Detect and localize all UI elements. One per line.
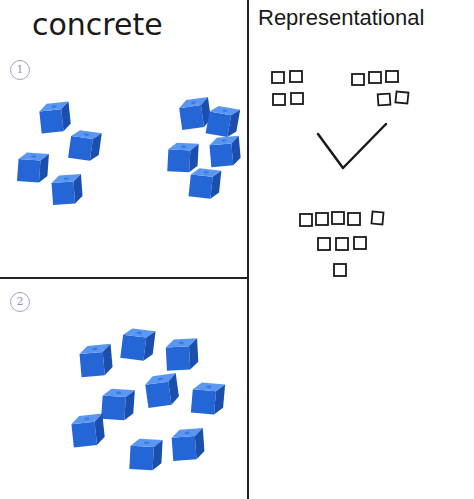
cube-group: [167, 97, 241, 199]
divider-line: [247, 0, 249, 499]
drawn-squares: [272, 71, 408, 276]
callout-number: 2: [10, 292, 30, 312]
column-heading: Representational: [258, 6, 424, 30]
cube-group: [71, 327, 225, 470]
callout-number: 1: [10, 60, 30, 80]
divider-line: [0, 277, 248, 279]
join-mark: [318, 124, 386, 168]
cube-group: [17, 102, 102, 206]
column-heading: concrete: [32, 8, 163, 41]
